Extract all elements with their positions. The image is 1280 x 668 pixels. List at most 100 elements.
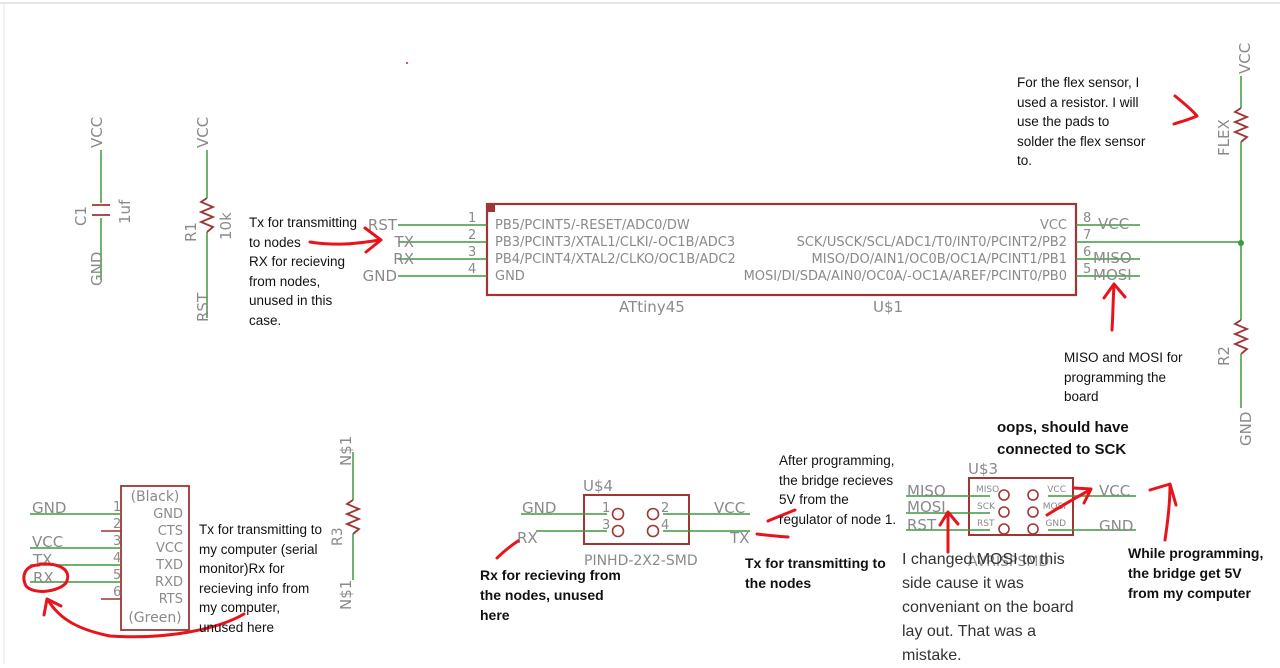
note-ftdi: Tx for transmitting to my computer (seri… <box>199 522 323 635</box>
u1-pin8-name: VCC <box>1040 218 1067 233</box>
u3-inner-miso: MISO <box>976 485 999 495</box>
r2-gnd-label: GND <box>1237 412 1255 446</box>
ink-dot <box>406 62 408 64</box>
u3-gnd-net: GND <box>1099 517 1133 535</box>
u4-pin2-num: 2 <box>661 501 669 516</box>
u1-ref-label: U$1 <box>873 298 903 316</box>
c1-value: 1uf <box>116 199 134 224</box>
note-rx-nodes: Rx for recieving from the nodes, unused … <box>480 567 621 623</box>
u4-pin4-num: 4 <box>661 518 669 533</box>
u1-rx-net: RX <box>393 250 414 268</box>
u3-miso-net: MISO <box>907 482 946 500</box>
arrow-to-vcc-u4 <box>766 508 797 523</box>
u1-pin7-num: 7 <box>1083 228 1091 243</box>
ftdi-gnd-net: GND <box>32 499 66 517</box>
u1-pin6-name: MISO/DO/AIN1/OC0B/OC1A/PCINT1/PB1 <box>812 252 1067 267</box>
ftdi-pin5-num: 5 <box>113 568 121 583</box>
u4-ref: U$4 <box>583 477 613 495</box>
ftdi-pin6-name: RTS <box>159 592 183 607</box>
r3-ref: R3 <box>330 527 346 546</box>
capacitor-c1[interactable]: VCC GND C1 1uf <box>72 117 134 286</box>
ftdi-top-label: (Black) <box>131 489 180 505</box>
resistor-r1[interactable]: VCC RST R1 10k <box>182 117 235 322</box>
ftdi-vcc-net: VCC <box>32 533 63 551</box>
u1-pin4-num: 4 <box>468 262 476 277</box>
arrow-to-vcc <box>1163 484 1172 542</box>
u3-inner-mosi: MOSI <box>1043 502 1066 512</box>
r1-vcc-label: VCC <box>194 117 212 148</box>
u4-vcc-net: VCC <box>714 499 745 517</box>
resistor-r2[interactable]: R2 GND <box>1215 319 1255 446</box>
note-oops: oops, should have connected to SCK <box>997 419 1129 458</box>
arrow-to-rx-circle <box>46 598 246 639</box>
attiny45-u1[interactable]: 1 2 3 4 PB5/PCINT5/-RESET/ADC0/DW PB3/PC… <box>363 202 1241 316</box>
ftdi-pin4-name: TXD <box>155 558 183 573</box>
u3-inner-rst: RST <box>977 519 995 529</box>
ftdi-pin2-num: 2 <box>113 517 121 532</box>
ftdi-pin3-num: 3 <box>113 534 121 549</box>
r2-ref: R2 <box>1215 346 1233 366</box>
pinheader-u4[interactable]: 1 2 3 4 GND RX VCC TX U$4 PINHD-2X2-SMD <box>517 477 750 569</box>
u1-pin2-num: 2 <box>468 228 476 243</box>
u4-rx-net: RX <box>517 529 538 547</box>
r3-top-net: N$1 <box>337 436 355 466</box>
u3-rst-net: RST <box>907 516 937 534</box>
ftdi-pin6-num: 6 <box>113 585 121 600</box>
u4-gnd-net: GND <box>522 499 556 517</box>
note-miso-mosi: MISO and MOSI for programming the board <box>1064 350 1183 404</box>
flex-vcc-label: VCC <box>1236 43 1254 74</box>
resistor-r3[interactable]: N$1 N$1 R3 <box>330 436 362 610</box>
note-while-programming: While programming, the bridge get 5V fro… <box>1128 545 1264 601</box>
u3-mosi-net: MOSI <box>907 498 946 516</box>
u4-part: PINHD-2X2-SMD <box>584 553 698 569</box>
u3-inner-gnd: GND <box>1045 519 1066 529</box>
note-flex-sensor: For the flex sensor, I used a resistor. … <box>1017 75 1146 168</box>
note-mosi-change: I changed MOSI to this side cause it was… <box>902 551 1074 664</box>
u1-mosi-net: MOSI <box>1093 266 1132 284</box>
r1-value: 10k <box>217 212 235 240</box>
arrow-up-to-miso-mosi <box>1110 283 1116 332</box>
ftdi-rx-net: RX <box>33 569 54 587</box>
flex-resistor[interactable]: VCC FLEX <box>1215 43 1254 320</box>
u3-ref: U$3 <box>968 460 998 478</box>
u3-vcc-net: VCC <box>1099 482 1130 500</box>
arrow-to-mosi-pin <box>1045 488 1092 517</box>
arrow-to-flex <box>1172 94 1199 126</box>
u1-pin3-num: 3 <box>468 245 476 260</box>
u1-tx-net: TX <box>394 233 414 251</box>
u1-pin4-name: GND <box>495 269 525 284</box>
r1-ref: R1 <box>182 222 200 242</box>
u1-vcc-net: VCC <box>1098 215 1129 233</box>
r3-bottom-net: N$1 <box>337 580 355 610</box>
ftdi-pin4-num: 4 <box>113 551 121 566</box>
ftdi-bottom-label: (Green) <box>128 610 181 626</box>
r1-rst-label: RST <box>194 292 212 322</box>
u1-pin7-name: SCK/USCK/SCL/ADC1/T0/INT0/PCINT2/PB2 <box>797 235 1067 250</box>
ftdi-pin5-name: RXD <box>155 575 183 590</box>
arrow-to-tx <box>308 238 382 246</box>
arrow-to-rx-u4 <box>495 539 520 560</box>
u4-pin1-num: 1 <box>602 501 610 516</box>
c1-gnd-label: GND <box>88 252 106 286</box>
u1-pin5-num: 5 <box>1083 262 1091 277</box>
ftdi-header[interactable]: (Black) (Green) 1 2 3 4 5 6 GND CTS VCC … <box>30 485 190 631</box>
note-bridge-regulator: After programming, the bridge recieves 5… <box>779 453 897 527</box>
ftdi-pin3-name: VCC <box>156 541 183 556</box>
u1-pin1-num: 1 <box>468 211 476 226</box>
ftdi-pin1-num: 1 <box>113 500 121 515</box>
circle-rx <box>22 562 70 593</box>
u4-pin3-num: 3 <box>602 518 610 533</box>
u1-pin2-name: PB3/PCINT3/XTAL1/CLKI/-OC1B/ADC3 <box>495 235 735 250</box>
u3-part: AVRISPSMD <box>968 554 1049 570</box>
red-ink-annotations <box>22 94 1199 639</box>
u1-rst-net: RST <box>368 216 398 234</box>
arrow-to-tx-u4 <box>755 532 790 539</box>
note-tx-rx-nodes: Tx for transmitting to nodes RX for reci… <box>249 215 358 328</box>
u1-pin5-name: MOSI/DI/SDA/AIN0/OC0A/-OC1A/AREF/PCINT0/… <box>744 269 1067 284</box>
flex-ref: FLEX <box>1215 119 1233 156</box>
ftdi-pin1-name: GND <box>153 507 183 522</box>
u1-pin1-name: PB5/PCINT5/-RESET/ADC0/DW <box>495 218 690 233</box>
u4-tx-net: TX <box>729 529 749 547</box>
u1-part-label: ATtiny45 <box>619 298 685 316</box>
